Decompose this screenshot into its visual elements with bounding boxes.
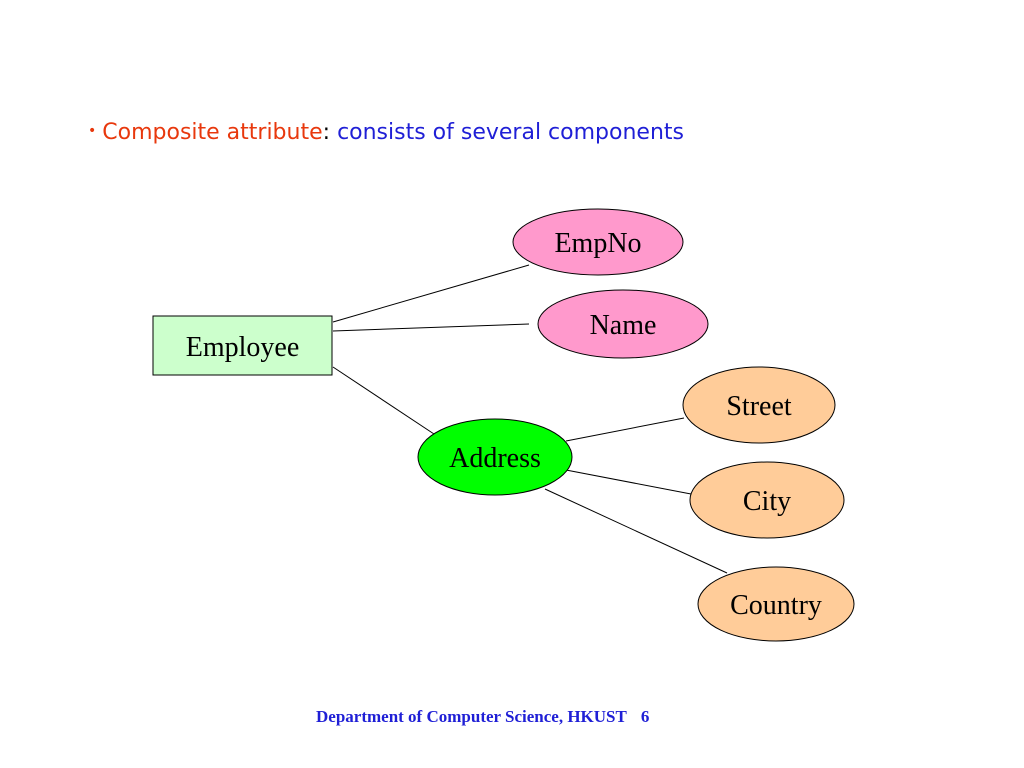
- bullet-line: • Composite attribute: consists of severa…: [88, 116, 684, 152]
- attribute-street: Street: [682, 366, 836, 444]
- attribute-empno-label: EmpNo: [554, 228, 641, 259]
- attribute-empno-shape: [512, 208, 684, 276]
- attribute-street-label: Street: [726, 391, 792, 422]
- edge-address-street: [565, 417, 685, 442]
- edge-employee-empno: [332, 264, 530, 323]
- edge-employee-address: [332, 366, 435, 435]
- attribute-name-shape: [537, 289, 709, 359]
- bullet-separator: :: [322, 120, 331, 145]
- edge-employee-name: [332, 323, 530, 332]
- attribute-country-label: Country: [730, 590, 822, 621]
- attribute-address: Address: [417, 418, 573, 496]
- attribute-street-shape: [682, 366, 836, 444]
- edge-address-country: [544, 488, 728, 574]
- bullet-dot: •: [88, 123, 97, 139]
- page-number: 6: [640, 707, 650, 726]
- attribute-name-label: Name: [590, 310, 657, 341]
- attribute-address-shape: [417, 418, 573, 496]
- slide-footer: Department of Computer Science, HKUST 6: [316, 707, 649, 727]
- attribute-city-shape: [689, 461, 845, 539]
- entity-employee: Employee: [152, 315, 333, 376]
- attribute-address-label: Address: [449, 443, 541, 474]
- attribute-city: City: [689, 461, 845, 539]
- bullet-term: Composite attribute: [102, 120, 323, 145]
- edge-address-city: [565, 469, 692, 495]
- attribute-country-shape: [697, 566, 855, 642]
- entity-employee-box: [152, 315, 333, 376]
- footer-text: Department of Computer Science, HKUST: [316, 707, 627, 726]
- attribute-name: Name: [537, 289, 709, 359]
- attribute-city-label: City: [743, 486, 791, 517]
- attribute-empno: EmpNo: [512, 208, 684, 276]
- bullet-description: consists of several components: [337, 120, 684, 145]
- entity-employee-label: Employee: [186, 332, 300, 363]
- attribute-country: Country: [697, 566, 855, 642]
